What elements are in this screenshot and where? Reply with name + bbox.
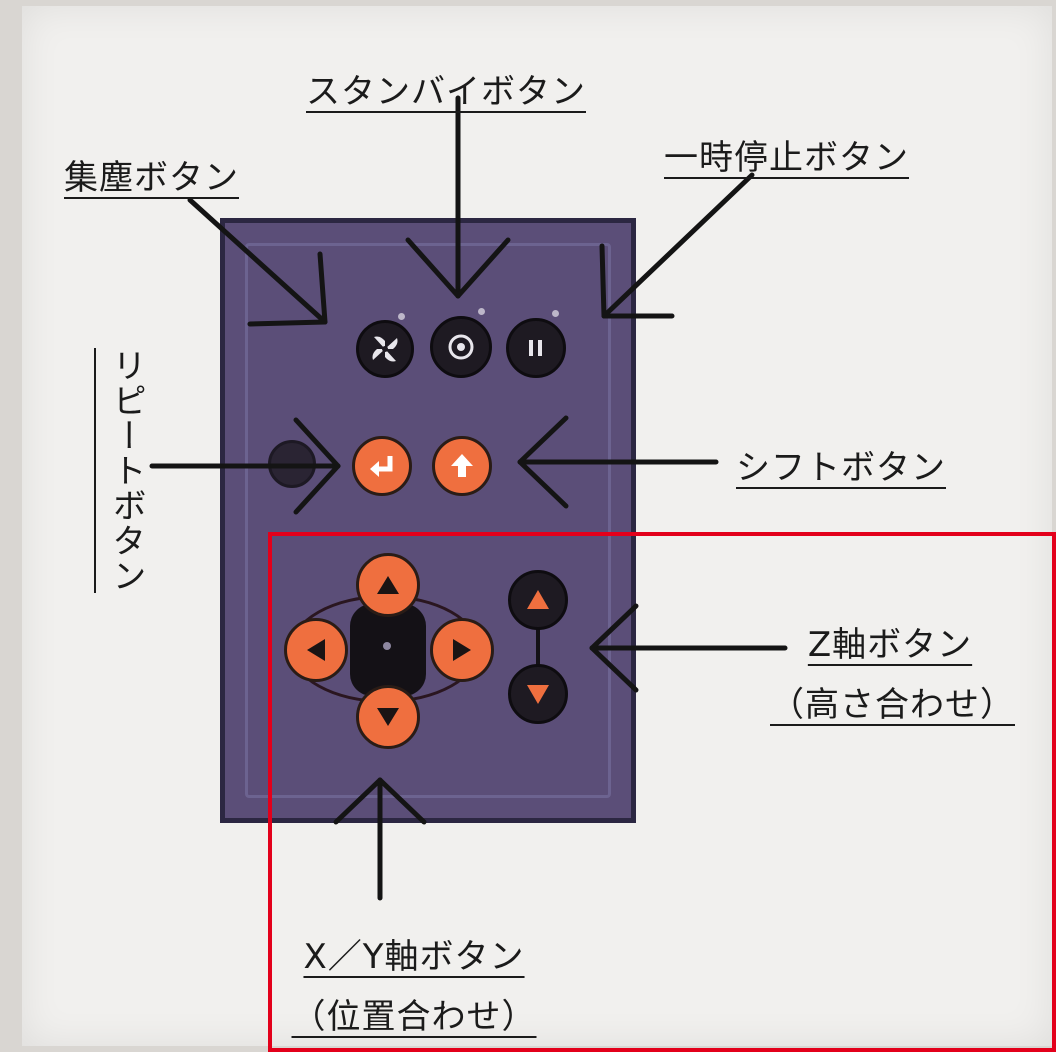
z-axis-label-group: Z軸ボタン （高さ合わせ） xyxy=(770,618,1010,738)
dust-collect-label: 集塵ボタン xyxy=(64,150,239,199)
z-axis-label: Z軸ボタン xyxy=(808,618,972,672)
dust-collect-arrow xyxy=(190,200,325,322)
pause-label: 一時停止ボタン xyxy=(664,130,909,179)
xy-axis-sublabel: （位置合わせ） xyxy=(292,990,537,1044)
xy-axis-label: X／Y軸ボタン xyxy=(303,930,524,984)
repeat-label: リピートボタン xyxy=(94,348,151,593)
shift-label: シフトボタン xyxy=(736,440,946,489)
z-axis-sublabel: （高さ合わせ） xyxy=(770,678,1015,732)
xy-axis-label-group: X／Y軸ボタン （位置合わせ） xyxy=(268,930,560,1050)
standby-label: スタンバイボタン xyxy=(306,64,586,113)
pause-arrow xyxy=(604,175,752,316)
